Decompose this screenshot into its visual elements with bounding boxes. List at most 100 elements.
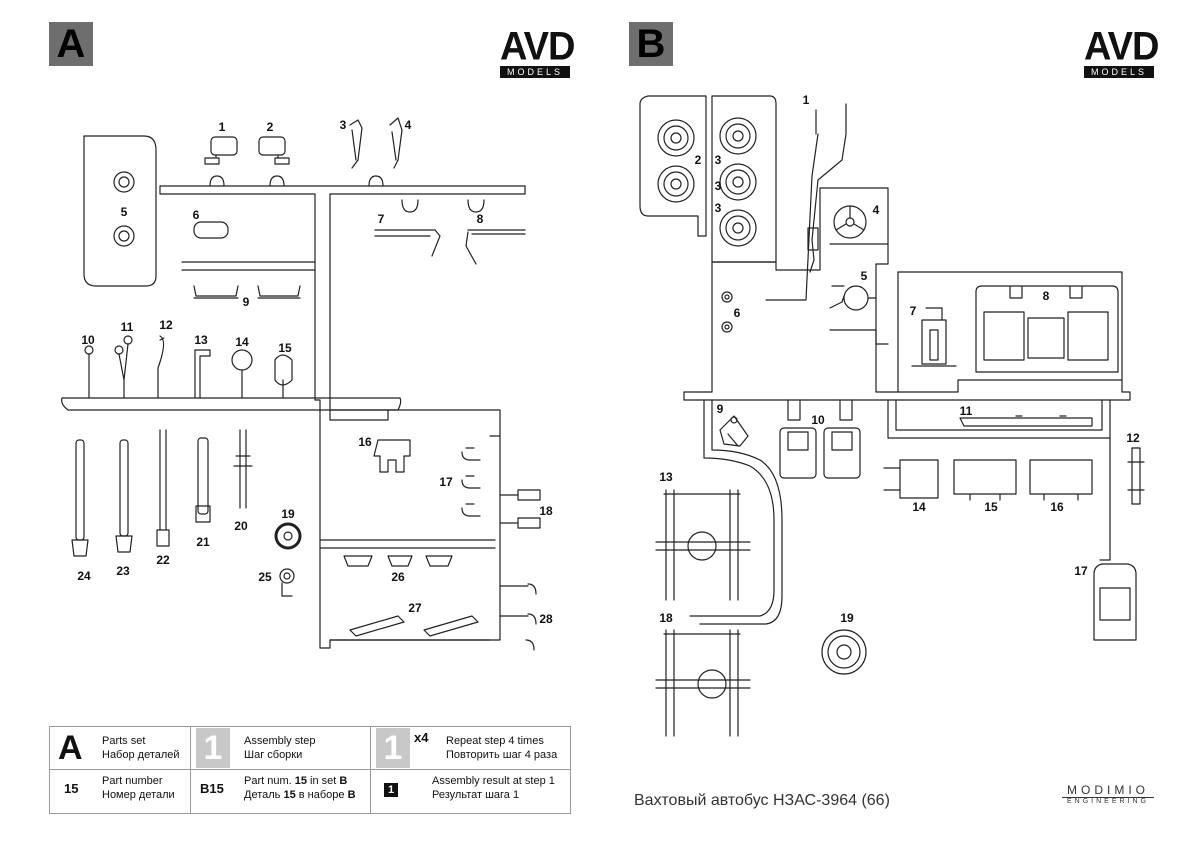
sheet-a-badge: A [49, 22, 93, 66]
b-label-11: 11 [960, 404, 973, 418]
a-label-11: 11 [121, 320, 134, 334]
a-label-2: 2 [267, 120, 274, 134]
a-label-12: 12 [159, 318, 173, 332]
a-part-17 [461, 447, 481, 517]
a-label-9: 9 [243, 295, 250, 309]
b-part-6 [721, 291, 733, 333]
b-label-10: 10 [811, 413, 825, 427]
a-part-2 [258, 136, 290, 165]
b-part-8 [975, 285, 1119, 373]
b-part-10 [779, 427, 861, 479]
sprue-b-frame [639, 95, 1131, 625]
a-label-20: 20 [234, 519, 248, 533]
b-part-14 [883, 459, 939, 499]
a-label-10: 10 [81, 333, 95, 347]
b-part-17 [1093, 563, 1137, 641]
a-label-22: 22 [156, 553, 170, 567]
a-part-8 [465, 229, 526, 265]
legend-partnum-glyph: 15 [64, 781, 79, 796]
a-label-4: 4 [405, 118, 412, 132]
a-label-8: 8 [477, 212, 484, 226]
a-label-3: 3 [340, 118, 347, 132]
legend-partset-glyph: B15 [200, 781, 224, 796]
sprue-a-frame [61, 135, 526, 649]
b-part-11 [959, 415, 1093, 427]
a-part-6 [193, 221, 229, 239]
a-label-26: 26 [391, 570, 405, 584]
a-label-13: 13 [194, 333, 208, 347]
b-part-18 [655, 629, 751, 737]
a-label-7: 7 [378, 212, 385, 226]
legend-result-glyph: 1 [384, 783, 398, 797]
b-part-7 [911, 307, 957, 367]
a-part-16 [373, 439, 411, 473]
b-label-9: 9 [717, 402, 724, 416]
b-label-15: 15 [984, 500, 998, 514]
a-label-17: 17 [439, 475, 453, 489]
b-part-19 [821, 629, 867, 675]
a-part-18 [499, 489, 541, 529]
a-label-6: 6 [193, 208, 200, 222]
a-parts-20-24 [71, 429, 253, 557]
a-part-3 [349, 119, 363, 169]
b-label-8: 8 [1043, 289, 1050, 303]
b-label-2: 2 [695, 153, 702, 167]
b-label-17: 17 [1074, 564, 1088, 578]
a-part-7 [374, 229, 441, 257]
a-label-25: 25 [258, 570, 272, 584]
b-label-7: 7 [910, 304, 917, 318]
b-part-9 [719, 415, 749, 447]
legend-step-glyph: 1 [196, 728, 230, 768]
a-label-16: 16 [358, 435, 372, 449]
b-part-2 [657, 119, 695, 203]
b-part-1 [765, 103, 847, 301]
modimio-logo: MODIMIO ENGINEERING [1062, 783, 1154, 805]
a-label-27: 27 [408, 601, 422, 615]
b-part-13 [655, 489, 751, 601]
b-label-3b: 3 [715, 179, 722, 193]
a-part-5 [113, 171, 135, 247]
b-part-12 [1127, 447, 1145, 505]
a-part-19 [274, 522, 302, 550]
b-part-3 [719, 117, 757, 247]
a-label-5: 5 [121, 205, 128, 219]
a-label-24: 24 [77, 569, 91, 583]
a-part-25 [279, 568, 295, 597]
b-part-5 [829, 285, 877, 311]
a-label-23: 23 [116, 564, 130, 578]
a-label-21: 21 [196, 535, 210, 549]
legend-set-glyph: A [58, 729, 83, 767]
b-label-3a: 3 [715, 153, 722, 167]
a-label-14: 14 [235, 335, 249, 349]
legend-repeat-mult: x4 [414, 730, 429, 745]
logo-brand: AVD [500, 24, 575, 70]
a-part-28 [499, 583, 537, 651]
b-label-18: 18 [659, 611, 673, 625]
sheet-b-badge: B [629, 22, 673, 66]
b-label-14: 14 [912, 500, 926, 514]
logo-sub: MODELS [1084, 66, 1154, 78]
b-label-16: 16 [1050, 500, 1064, 514]
b-label-5: 5 [861, 269, 868, 283]
a-part-9 [193, 285, 301, 299]
a-label-15: 15 [278, 341, 292, 355]
a-part-27 [349, 615, 479, 637]
b-label-1: 1 [803, 93, 810, 107]
b-label-12: 12 [1126, 431, 1140, 445]
a-part-26 [343, 555, 453, 567]
b-part-15 [953, 459, 1017, 501]
b-label-4: 4 [873, 203, 880, 217]
b-label-19: 19 [840, 611, 854, 625]
avd-logo-a: AVD MODELS [500, 24, 575, 80]
b-part-16 [1029, 459, 1093, 501]
logo-brand: AVD [1084, 24, 1159, 70]
a-label-19: 19 [281, 507, 295, 521]
a-label-1: 1 [219, 120, 226, 134]
avd-logo-b: AVD MODELS [1084, 24, 1159, 80]
